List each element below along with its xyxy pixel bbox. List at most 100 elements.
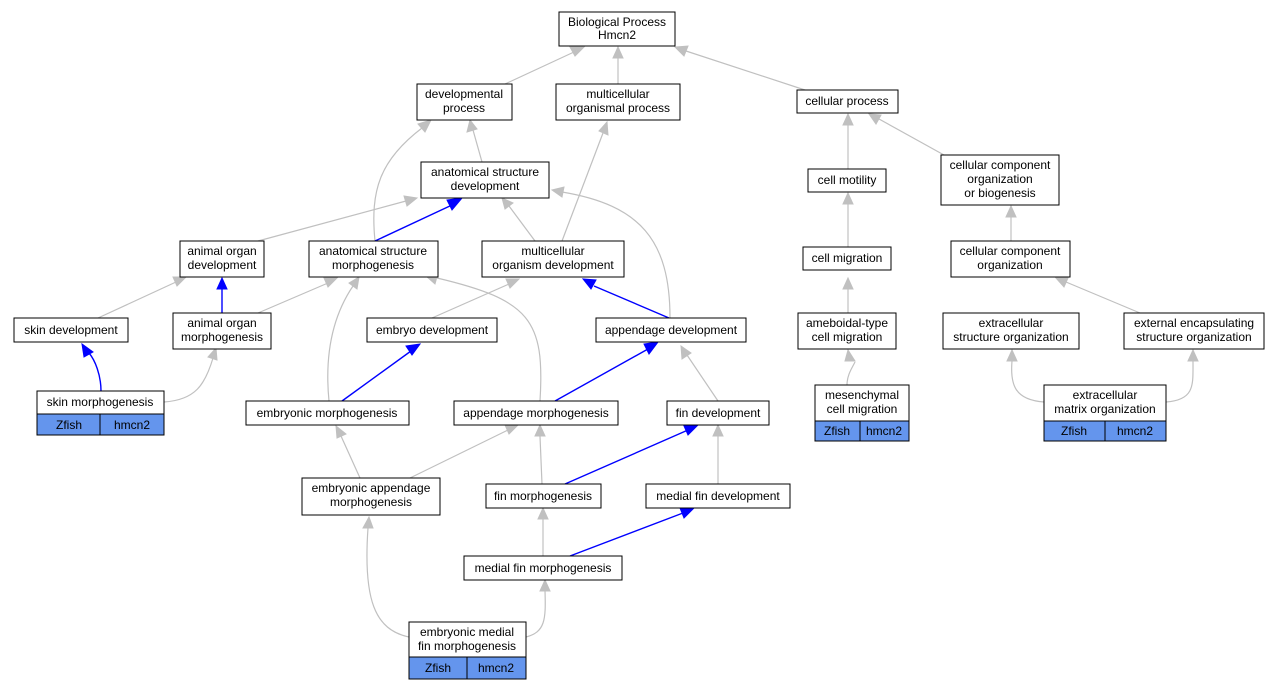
arrowhead bbox=[569, 46, 586, 57]
node-embryonic-appendage-morphogenesis[interactable]: embryonic appendage morphogenesis bbox=[301, 477, 441, 516]
node-extracellular-structure-organization[interactable]: extracellular structure organization bbox=[942, 312, 1080, 350]
node-label: or biogenesis bbox=[964, 186, 1035, 200]
edge bbox=[327, 285, 354, 402]
node-multicellular-organismal-process[interactable]: multicellular organismal process bbox=[555, 83, 681, 121]
node-skin-morphogenesis[interactable]: skin morphogenesis Zfish hmcn2 bbox=[36, 390, 165, 436]
node-fin-development[interactable]: fin development bbox=[666, 400, 770, 426]
node-label: medial fin development bbox=[656, 489, 780, 503]
arrowhead bbox=[844, 348, 856, 362]
node-embryonic-medial-fin-morphogenesis[interactable]: embryonic medial fin morphogenesis Zfish… bbox=[408, 621, 527, 680]
edge bbox=[257, 200, 407, 242]
edge bbox=[1011, 360, 1045, 403]
node-medial-fin-development[interactable]: medial fin development bbox=[645, 483, 791, 509]
node-skin-development[interactable]: skin development bbox=[13, 317, 129, 343]
node-fin-morphogenesis[interactable]: fin morphogenesis bbox=[485, 483, 602, 509]
edge bbox=[878, 118, 945, 156]
node-anatomical-structure-morphogenesis[interactable]: anatomical structure morphogenesis bbox=[308, 240, 439, 278]
edge bbox=[846, 361, 856, 386]
arrowhead bbox=[539, 578, 551, 592]
arrowhead bbox=[1006, 348, 1018, 362]
arrowhead bbox=[505, 278, 521, 289]
node-multicellular-organism-development[interactable]: multicellular organism development bbox=[481, 240, 625, 278]
node-label: skin development bbox=[24, 323, 118, 337]
node-external-encapsulating-structure-organization[interactable]: external encapsulating structure organiz… bbox=[1123, 312, 1265, 350]
edge bbox=[525, 590, 546, 638]
node-mesenchymal-cell-migration[interactable]: mesenchymal cell migration Zfish hmcn2 bbox=[814, 384, 910, 442]
node-label: morphogenesis bbox=[332, 258, 414, 272]
node-root[interactable]: Biological Process Hmcn2 bbox=[558, 11, 676, 47]
edge bbox=[561, 132, 604, 242]
node-label: cell migration bbox=[827, 402, 898, 416]
node-appendage-morphogenesis[interactable]: appendage morphogenesis bbox=[453, 400, 619, 426]
node-medial-fin-morphogenesis[interactable]: medial fin morphogenesis bbox=[463, 555, 623, 581]
arrowhead bbox=[216, 276, 228, 290]
arrowhead bbox=[712, 423, 724, 437]
edge bbox=[685, 50, 809, 92]
edge bbox=[561, 191, 671, 319]
node-appendage-development[interactable]: appendage development bbox=[595, 317, 747, 343]
node-label: medial fin morphogenesis bbox=[475, 561, 612, 575]
node-label: embryo development bbox=[376, 323, 489, 337]
edge bbox=[341, 350, 412, 402]
annotation-species: Zfish bbox=[824, 424, 850, 438]
arrowhead bbox=[172, 276, 188, 287]
arrowhead bbox=[867, 113, 882, 125]
edge bbox=[564, 429, 689, 485]
node-label: appendage development bbox=[605, 323, 738, 337]
node-label: matrix organization bbox=[1054, 402, 1155, 416]
arrowhead bbox=[323, 276, 340, 288]
node-label: multicellular bbox=[586, 87, 649, 101]
node-embryo-development[interactable]: embryo development bbox=[366, 317, 498, 343]
annotation-gene: hmcn2 bbox=[866, 424, 902, 438]
edge bbox=[1065, 281, 1141, 314]
node-cell-migration[interactable]: cell migration bbox=[802, 246, 892, 271]
node-label: cellular process bbox=[805, 94, 888, 108]
edge bbox=[472, 129, 483, 163]
edge bbox=[504, 51, 575, 85]
arrowhead bbox=[405, 343, 422, 356]
arrowhead bbox=[643, 341, 660, 355]
edge bbox=[686, 354, 719, 402]
node-label: organismal process bbox=[566, 101, 670, 115]
node-animal-organ-morphogenesis[interactable]: animal organ morphogenesis bbox=[172, 312, 272, 350]
node-label: cellular component bbox=[950, 158, 1051, 172]
node-label: Hmcn2 bbox=[598, 28, 636, 42]
node-extracellular-matrix-organization[interactable]: extracellular matrix organization Zfish … bbox=[1043, 384, 1167, 442]
node-label: developmental bbox=[425, 87, 503, 101]
arrowhead bbox=[1005, 204, 1017, 218]
node-cellular-process[interactable]: cellular process bbox=[796, 89, 899, 114]
node-label: structure organization bbox=[1136, 330, 1251, 344]
arrowhead bbox=[550, 186, 565, 198]
arrowhead bbox=[403, 195, 419, 207]
arrowhead bbox=[1054, 277, 1069, 288]
arrowhead bbox=[842, 191, 854, 205]
node-cellular-component-organization[interactable]: cellular component organization bbox=[950, 240, 1071, 278]
node-label: embryonic appendage bbox=[312, 481, 431, 495]
edge bbox=[409, 429, 509, 479]
node-label: fin morphogenesis bbox=[418, 639, 516, 653]
node-label: development bbox=[451, 179, 520, 193]
edge bbox=[1165, 360, 1194, 403]
edge bbox=[374, 204, 453, 242]
edge bbox=[366, 527, 410, 638]
annotation-gene: hmcn2 bbox=[114, 418, 150, 432]
arrowhead bbox=[335, 424, 347, 439]
node-anatomical-structure-development[interactable]: anatomical structure development bbox=[420, 161, 550, 199]
edge bbox=[163, 357, 214, 403]
edge bbox=[554, 348, 649, 402]
node-label: anatomical structure bbox=[319, 244, 427, 258]
node-ameboidal-type-cell-migration[interactable]: ameboidal-type cell migration bbox=[797, 312, 897, 350]
edge bbox=[431, 283, 510, 319]
node-embryonic-morphogenesis[interactable]: embryonic morphogenesis bbox=[245, 400, 410, 426]
node-developmental-process[interactable]: developmental process bbox=[416, 83, 513, 121]
node-cellular-component-organization-or-biogenesis[interactable]: cellular component organization or bioge… bbox=[940, 154, 1060, 206]
node-label: external encapsulating bbox=[1134, 316, 1254, 330]
edge bbox=[340, 435, 361, 479]
node-animal-organ-development[interactable]: animal organ development bbox=[179, 240, 265, 278]
node-label: organization bbox=[977, 258, 1042, 272]
node-cell-motility[interactable]: cell motility bbox=[807, 168, 887, 193]
node-label: embryonic medial bbox=[420, 625, 514, 639]
edge bbox=[569, 512, 684, 557]
node-label: organism development bbox=[492, 258, 614, 272]
arrowhead bbox=[673, 45, 689, 57]
